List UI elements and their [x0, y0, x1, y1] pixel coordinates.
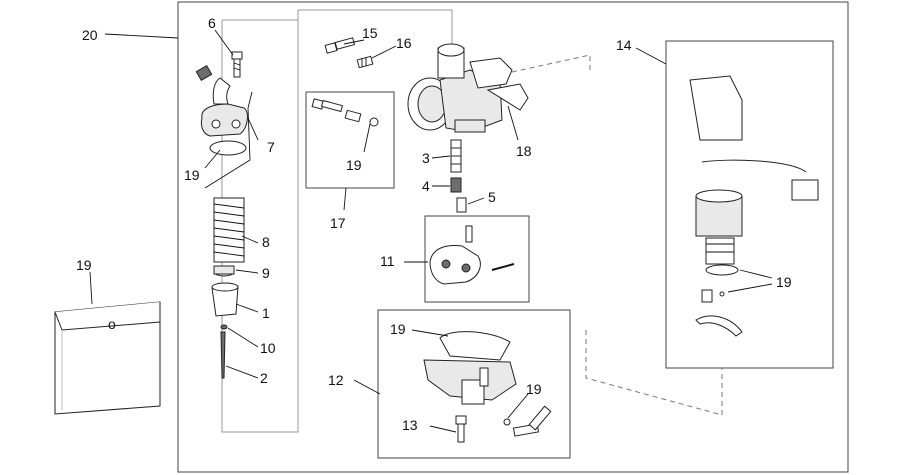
box-11-frame — [424, 215, 530, 303]
callout-20: 20 — [82, 27, 98, 43]
part-10-needle-clip — [220, 324, 228, 330]
part-18-carburetor-body — [407, 43, 529, 133]
callout-19-bag: 19 — [76, 257, 92, 273]
part-14-auto-choke — [689, 75, 819, 337]
part-13-drain-screw — [455, 415, 467, 443]
callout-19-gasket: 19 — [184, 167, 200, 183]
box-14-frame — [665, 40, 834, 369]
callout-12: 12 — [328, 372, 344, 388]
part-1-throttle-slide — [211, 282, 239, 317]
bag-mark: o — [108, 316, 116, 332]
callout-13: 13 — [402, 417, 418, 433]
part-19-oring-small — [503, 418, 511, 426]
part-bowl-screw — [512, 405, 552, 437]
box-17-frame — [305, 91, 395, 189]
dashed-connector-top — [511, 54, 591, 73]
callout-4: 4 — [422, 178, 430, 194]
callout-18: 18 — [516, 143, 532, 159]
callout-11: 11 — [380, 253, 395, 269]
part-19-gasket-cover — [209, 140, 247, 156]
callout-19-bowl: 19 — [390, 321, 406, 337]
gasket-kit-bag: o — [54, 301, 161, 415]
part-3-emulsion-tube — [450, 139, 462, 173]
part-16-spring — [356, 55, 374, 69]
part-7-slide-cover — [195, 64, 248, 137]
callout-19-small: 19 — [526, 381, 542, 397]
callout-10: 10 — [260, 340, 276, 356]
callout-2: 2 — [260, 370, 268, 386]
part-8-spring — [213, 197, 245, 263]
part-11-float-assembly — [429, 225, 515, 285]
part-12-float-bowl — [423, 331, 517, 405]
callout-15: 15 — [362, 25, 378, 41]
callout-1: 1 — [262, 305, 270, 321]
callout-19-right: 19 — [776, 274, 792, 290]
part-6-screw — [231, 51, 243, 78]
box-12-frame — [377, 309, 571, 459]
callout-14: 14 — [616, 37, 632, 53]
dashed-connector-bottom — [585, 330, 723, 416]
callout-9: 9 — [262, 265, 270, 281]
part-4-needle-jet — [450, 177, 462, 193]
part-5-main-jet — [456, 197, 467, 213]
callout-17: 17 — [330, 215, 346, 231]
main-frame — [177, 1, 849, 473]
callout-7: 7 — [267, 139, 275, 155]
callout-6: 6 — [208, 15, 216, 31]
callout-5: 5 — [488, 189, 496, 205]
part-2-jet-needle — [220, 331, 226, 379]
callout-8: 8 — [262, 234, 270, 250]
part-9-retainer — [213, 265, 235, 277]
callout-19-inner: 19 — [346, 157, 362, 173]
part-17-pilot-screw-set — [311, 98, 379, 127]
callout-16: 16 — [396, 35, 412, 51]
part-15-adjust-screw — [324, 37, 356, 54]
callout-3: 3 — [422, 150, 430, 166]
